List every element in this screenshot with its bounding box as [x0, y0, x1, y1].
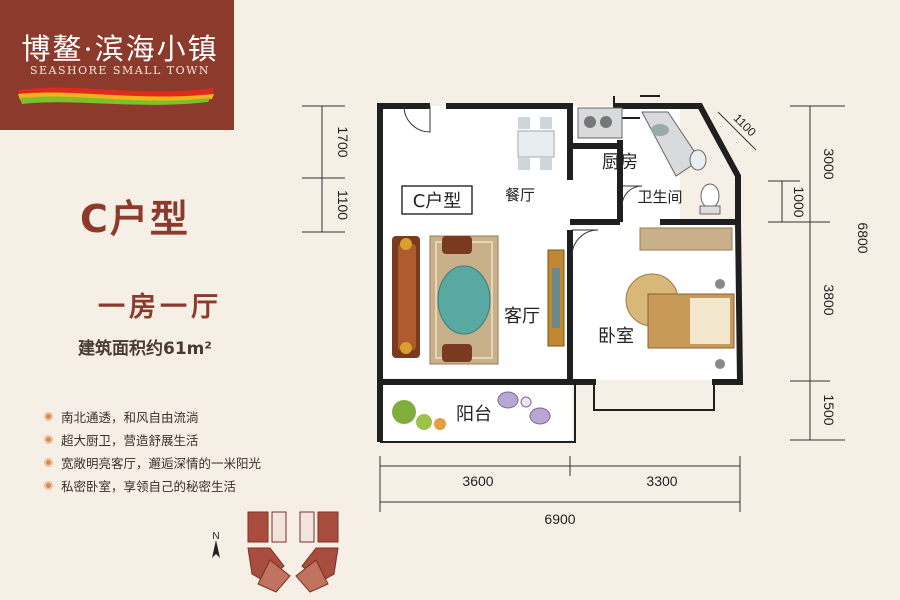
room-bathroom: 卫生间: [637, 188, 682, 206]
brand-panel: 博鳌·滨海小镇 SEASHORE SMALL TOWN: [0, 0, 234, 130]
room-labels: C户型 餐厅 厨房 卫生间 客厅 卧室 阳台: [401, 152, 683, 425]
bullet-circle-icon: [44, 458, 53, 467]
dim-right-3: 1500: [821, 394, 837, 425]
feature-item: 南北通透，和风自由流淌: [44, 405, 261, 428]
feature-text: 宽敞明亮客厅，邂逅深情的一米阳光: [61, 456, 262, 471]
site-plan-icon: [247, 511, 339, 593]
plan-label-box: [401, 185, 473, 215]
feature-text: 私密卧室，享领自己的秘密生活: [61, 479, 237, 494]
feature-text: 超大厨卫，营造舒展生活: [61, 433, 199, 448]
feature-item: 私密卧室，享领自己的秘密生活: [44, 474, 261, 497]
kitchen-counter-icon: [577, 107, 701, 177]
brand-name-cn: 博鳌·滨海小镇: [21, 32, 219, 66]
bullet-circle-icon: [44, 481, 53, 490]
dim-right-small: 1000: [791, 186, 807, 217]
dim-right-total: 6800: [855, 222, 871, 253]
feature-item: 宽敞明亮客厅，邂逅深情的一米阳光: [44, 451, 261, 474]
unit-layout: 一房一厅: [98, 292, 222, 323]
bedroom-door-icon: [571, 229, 599, 257]
feature-text: 南北通透，和风自由流淌: [61, 410, 199, 425]
dim-bottom-right: 3300: [646, 473, 677, 489]
compass-label: N: [212, 531, 219, 542]
bath-door-icon: [621, 185, 643, 207]
tv-cabinet-icon: [547, 249, 565, 347]
walls: [377, 103, 744, 442]
dim-bottom-left: 3600: [462, 473, 493, 489]
room-kitchen: 厨房: [602, 152, 638, 173]
wardrobe-icon: [639, 227, 733, 251]
feature-list: 南北通透，和风自由流淌 超大厨卫，营造舒展生活 宽敞明亮客厅，邂逅深情的一米阳光…: [44, 405, 261, 497]
room-living: 客厅: [504, 306, 540, 327]
room-balcony: 阳台: [456, 404, 492, 425]
toilet-icon: [689, 149, 721, 215]
brand-stripe-icon: [18, 87, 214, 105]
dining-table-icon: [517, 117, 555, 170]
doors: [403, 105, 643, 257]
brand-name-en: SEASHORE SMALL TOWN: [29, 64, 211, 77]
dim-left-top: 1700: [335, 126, 351, 157]
dim-bottom-total: 6900: [544, 511, 575, 527]
north-arrow-icon: N: [212, 531, 220, 558]
room-bedroom: 卧室: [598, 326, 634, 347]
entry-door-icon: [403, 105, 431, 133]
bullet-circle-icon: [44, 435, 53, 444]
unit-type-title: C户型: [80, 197, 190, 241]
room-dining: 餐厅: [505, 186, 535, 204]
plan-label: C户型: [413, 191, 462, 212]
balcony-furniture-icon: [392, 391, 551, 430]
dimension-lines: [302, 105, 845, 512]
feature-item: 超大厨卫，营造舒展生活: [44, 428, 261, 451]
bullet-circle-icon: [44, 412, 53, 421]
sofa-set-icon: [392, 235, 499, 365]
dim-right-2: 3800: [821, 284, 837, 315]
dim-right-1: 3000: [821, 148, 837, 179]
dim-diagonal: 1100: [731, 111, 759, 139]
dim-left-bottom: 1100: [335, 190, 351, 220]
unit-area: 建筑面积约61m²: [78, 339, 212, 359]
bed-icon: [625, 273, 735, 369]
thin-walls: [380, 95, 715, 443]
